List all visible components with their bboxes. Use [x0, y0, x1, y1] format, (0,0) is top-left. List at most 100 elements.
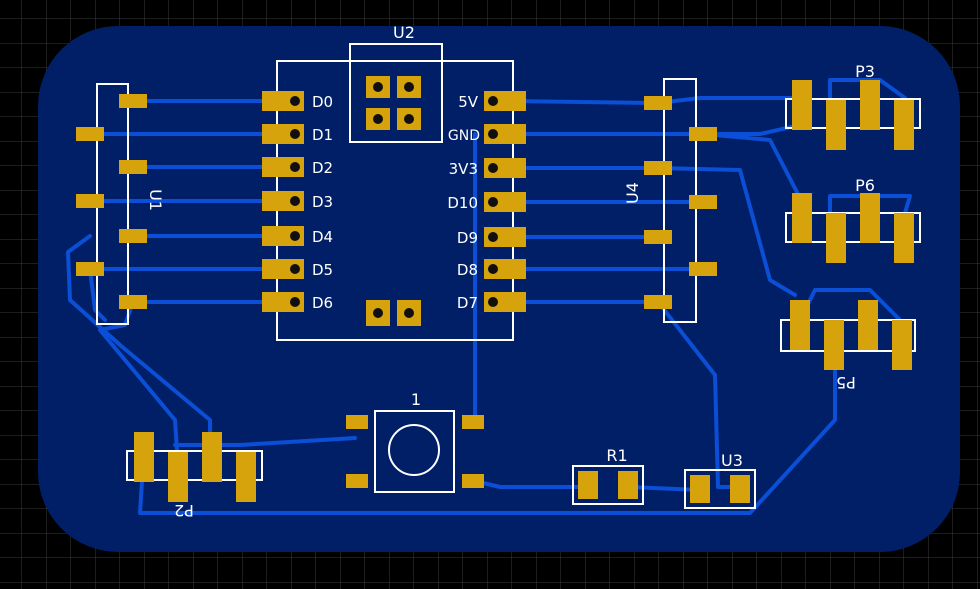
u1-pad — [119, 229, 147, 243]
u2-pin-label: 5V — [458, 93, 479, 111]
u2-pad-gnd — [484, 124, 526, 144]
u2-pin-label: GND — [448, 128, 480, 144]
component-p2[interactable]: P2 — [126, 432, 263, 520]
r1-silkscreen-outline — [572, 465, 644, 505]
r1-pad — [578, 471, 598, 499]
r1-pad — [618, 471, 638, 499]
u2-pin-label: D8 — [457, 261, 478, 279]
component-p6[interactable]: P6 — [785, 176, 921, 263]
component-p3[interactable]: P3 — [785, 62, 921, 150]
u2-pad-d6 — [262, 292, 304, 312]
p5-silkscreen-outline — [780, 319, 916, 352]
u2-pad-d2 — [262, 157, 304, 177]
u2-pad-d5 — [262, 259, 304, 279]
u1-pad — [76, 194, 104, 208]
u1-designator: U1 — [146, 189, 165, 211]
p6-designator: P6 — [855, 176, 875, 195]
u4-pad — [644, 96, 672, 110]
u2-right-pads — [484, 91, 526, 312]
u2-pin-label: D10 — [447, 194, 478, 212]
u3-silkscreen-outline — [684, 469, 756, 509]
p3-pads — [792, 80, 914, 150]
u4-pad — [644, 161, 672, 175]
u2-pad-d10 — [484, 192, 526, 212]
u4-designator: U4 — [623, 182, 642, 204]
u2-pad-d4 — [262, 226, 304, 246]
u3-pad — [690, 475, 710, 503]
u2-pad-d9 — [484, 227, 526, 247]
r1-designator: R1 — [606, 446, 627, 465]
p2-designator: P2 — [174, 501, 194, 520]
copper-traces — [66, 78, 912, 515]
u4-pad — [689, 127, 717, 141]
trace-u4-p5 — [656, 166, 797, 297]
switch-silkscreen-outline — [374, 410, 455, 493]
u4-pad — [644, 295, 672, 309]
trace-u1-p2-a — [66, 234, 212, 447]
u2-pin-label: D9 — [457, 229, 478, 247]
u2-pad-d1 — [262, 124, 304, 144]
u1-pad — [119, 295, 147, 309]
u2-pad-3v3 — [484, 158, 526, 178]
p6-silkscreen-outline — [785, 212, 921, 243]
u1-pad — [119, 94, 147, 108]
u2-pad-d3 — [262, 191, 304, 211]
trace-5v — [507, 99, 660, 105]
u2-pad-d7 — [484, 292, 526, 312]
switch-label: 1 — [411, 390, 421, 409]
trace-u4-p6 — [701, 132, 802, 200]
p2-pads — [134, 432, 256, 502]
u1-pad — [76, 262, 104, 276]
u2-pin-label: D5 — [312, 261, 333, 279]
u2-pin-label: D2 — [312, 159, 333, 177]
u4-pad — [689, 195, 717, 209]
p5-pads — [790, 300, 912, 370]
trace-switch-p2 — [173, 436, 357, 447]
trace-u1-left-a — [88, 267, 107, 322]
u2-left-pads — [262, 91, 304, 312]
u4-pad — [644, 230, 672, 244]
u2-right-pin-labels: 5V GND 3V3 D10 D9 D8 D7 — [447, 93, 480, 312]
p6-pads — [792, 193, 914, 263]
u2-usb-outline — [349, 43, 443, 143]
u2-pin-label: D0 — [312, 93, 333, 111]
p3-designator: P3 — [855, 62, 875, 81]
component-r1[interactable]: R1 — [572, 446, 644, 505]
p2-silkscreen-outline — [126, 450, 263, 481]
component-u2[interactable]: U2 D0 D1 D2 D3 D4 D5 D6 — [262, 23, 526, 341]
u2-left-pin-labels: D0 D1 D2 D3 D4 D5 D6 — [312, 93, 333, 312]
switch-pads — [346, 415, 484, 488]
trace-r1-u3 — [626, 485, 702, 492]
u2-pin-label: D4 — [312, 228, 333, 246]
u1-pads — [76, 94, 147, 309]
p5-designator: P5 — [836, 373, 856, 392]
component-u3[interactable]: U3 — [684, 451, 756, 509]
u2-pin-label: D1 — [312, 126, 333, 144]
u4-pads — [644, 96, 717, 309]
u1-pad — [76, 127, 104, 141]
trace-p5-bottom — [138, 343, 837, 515]
u3-designator: U3 — [721, 451, 743, 470]
component-pushbutton[interactable]: 1 — [346, 390, 484, 493]
component-u4[interactable]: U4 — [623, 78, 717, 323]
u2-pad-d8 — [484, 259, 526, 279]
trace-u4-u3 — [656, 300, 742, 489]
u2-pin-label: D7 — [457, 294, 478, 312]
u2-usb-pads — [366, 76, 421, 130]
u3-pad — [730, 475, 750, 503]
p3-silkscreen-outline — [785, 98, 921, 129]
u1-pad — [119, 160, 147, 174]
u2-pad-5v — [484, 91, 526, 111]
trace-p3-loop — [828, 78, 907, 100]
u2-designator: U2 — [393, 23, 415, 42]
u2-bottom-pads — [366, 300, 421, 326]
u2-pad-d0 — [262, 91, 304, 111]
u2-pin-label: D6 — [312, 294, 333, 312]
component-p5[interactable]: P5 — [780, 300, 916, 392]
u2-pin-label: 3V3 — [449, 160, 478, 178]
u2-pin-label: D3 — [312, 193, 333, 211]
switch-actuator-outline — [388, 424, 440, 476]
u4-pad — [689, 262, 717, 276]
component-u1[interactable]: U1 — [76, 83, 165, 325]
